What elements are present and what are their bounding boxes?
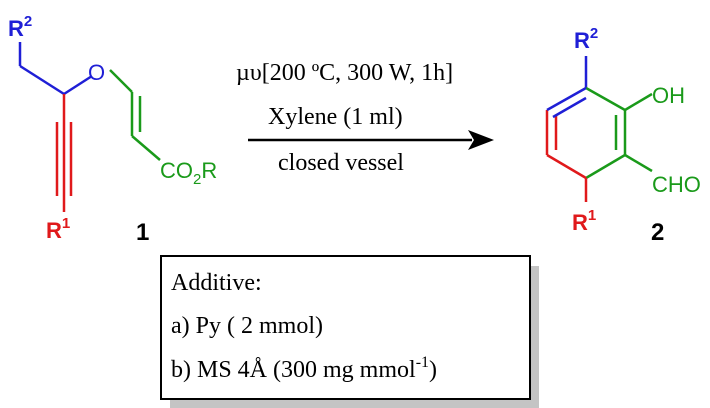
reactant-r2-label: R2 [8,13,32,41]
product-r1-label: R1 [572,207,596,235]
reactant-structure: R2 O CO2R R1 1 [8,13,217,246]
condition-line-3: closed vessel [278,150,404,176]
condition-line-1: µυ[200 ºC, 300 W, 1h] [236,60,453,86]
additive-title: Additive: [171,270,262,296]
reactant-r1-label: R1 [46,215,70,243]
bond-ch2-ch [19,64,65,96]
bond-ring-oh [624,92,653,112]
reactant-number: 1 [136,219,149,246]
bond-o-vinyl [109,69,133,93]
product-structure: R2 OH CHO R1 2 [545,25,701,246]
additive-box: Additive: a) Py ( 2 mmol) b) MS 4Å (300 … [160,255,539,408]
additive-item-b: b) MS 4Å (300 mg mmol-1) [171,354,437,383]
additive-box-frame [160,255,531,400]
ring-bond-c3-c4 [585,153,626,180]
condition-line-2: Xylene (1 ml) [268,104,403,130]
reactant-ester-label: CO2R [160,158,217,188]
ring-bond-c6-c1 [546,86,587,112]
ring-bond-c1-c2 [585,86,626,112]
bond-ch-o [63,74,93,96]
ring-bond-c4-c5 [546,153,587,180]
reaction-arrow-head [468,130,494,150]
bond-ring-cho [624,153,653,173]
product-number: 2 [651,219,664,246]
additive-item-a: a) Py ( 2 mmol) [171,313,323,339]
product-oh-label: OH [652,83,685,108]
reactant-oxygen: O [88,60,105,85]
bond-vinyl-ester [131,135,161,161]
ring-bond-c6-c1-inner [552,96,587,119]
reaction-conditions: µυ[200 ºC, 300 W, 1h] Xylene (1 ml) clos… [236,60,494,176]
product-cho-label: CHO [652,172,701,197]
product-r2-label: R2 [574,25,598,53]
